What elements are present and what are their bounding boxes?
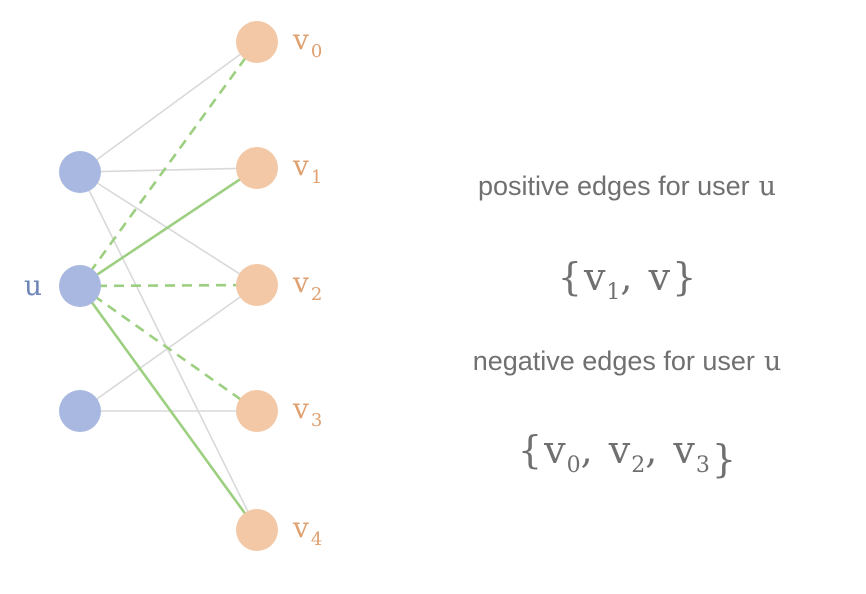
negative-set-space-1 [659,428,671,472]
positive-set-element-0-sub: 1 [606,280,620,305]
negative-set-space-0 [595,428,607,472]
user-node-label: u [24,269,42,302]
edge-negative-user1-item3 [79,284,258,413]
negative-set-element-0-sub: 0 [567,453,581,478]
negative-set-element-2-sub: 3 [696,453,710,478]
negative-caption-text: negative edges for user [473,346,755,376]
positive-set-element-0: v [583,255,606,299]
positive-set-open-brace: { [558,255,582,299]
negative-set-element-2: v [672,428,695,472]
item-node-0 [236,21,278,63]
item-node-4 [236,509,278,551]
positive-edge-set: {v1, v} [558,255,697,305]
negative-edges-caption: negative edges for user u [473,346,782,377]
nodes-layer [59,21,278,551]
edge-plain-user0-item1 [79,167,258,173]
edge-plain-user0-item4 [79,171,258,531]
user-node-1 [59,265,101,307]
negative-caption-var: u [764,346,781,377]
item-node-3 [236,390,278,432]
user-node-0 [59,151,101,193]
positive-set-element-1: v [648,255,671,299]
edge-negative-user1-item2 [79,283,258,288]
negative-set-sep-0: , [581,428,593,472]
negative-set-element-1: v [608,428,631,472]
edge-positive-user1-item1 [79,166,258,288]
negative-edge-set: {v0, v2, v3} [518,428,736,481]
item-node-1 [236,147,278,189]
edge-plain-user0-item0 [79,41,258,173]
positive-caption-text: positive edges for user [478,171,750,201]
positive-caption-var: u [759,171,776,202]
item-node-2 [236,264,278,306]
negative-set-open-brace: { [518,428,542,472]
positive-set-close-brace: } [672,255,696,299]
positive-set-sep-0: , [620,255,632,299]
edge-negative-user1-item0 [78,41,259,287]
positive-set-space-0 [635,255,647,299]
negative-set-close-brace: } [712,437,736,481]
edges-layer [78,41,259,531]
user-node-2 [59,390,101,432]
negative-set-element-1-sub: 2 [631,453,645,478]
negative-set-element-0: v [543,428,566,472]
positive-edges-caption: positive edges for user u [478,171,776,202]
edge-positive-user1-item4 [78,285,259,531]
negative-set-sep-1: , [645,428,657,472]
